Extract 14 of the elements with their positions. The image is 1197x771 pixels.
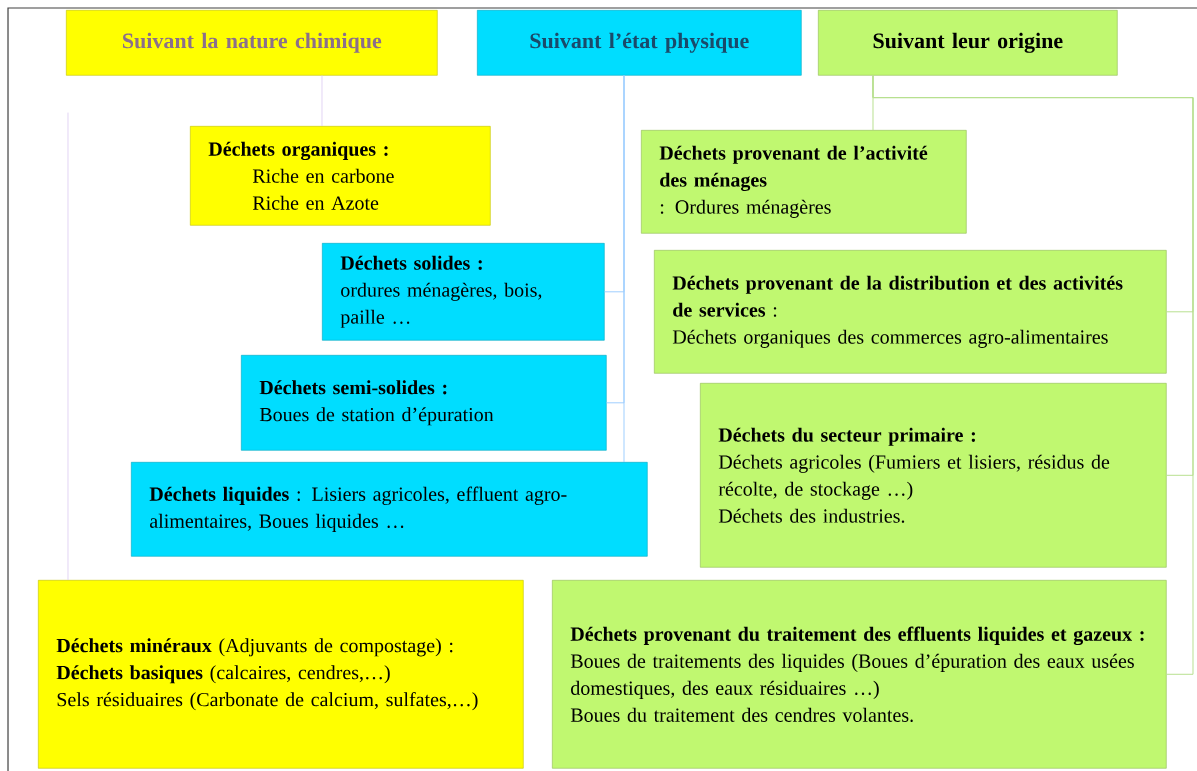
connector-line [872, 75, 1194, 675]
category-box: Suivant leur origine [818, 10, 1118, 76]
waste-box: Déchets provenant du traitement des effluents liquides et gazeux : Boues de traitements des liquides (Boues d’épuration des eaux usées domestiques, des eaux résiduaires …) Boues du traitement des cendres volantes. [552, 580, 1167, 769]
waste-box: Déchets provenant de la distribution et des activités de services : Déchets organiques des commerces agro-alimentaires [654, 250, 1167, 374]
waste-box: Déchets liquides : Lisiers agricoles, effluent agro-alimentaires, Boues liquides … [131, 462, 648, 557]
waste-box: Déchets provenant de l’activité des ménages : Ordures ménagères [641, 130, 967, 234]
category-box: Suivant la nature chimique [66, 10, 438, 76]
waste-box: Déchets solides : ordures ménagères, bois, paille … [322, 243, 605, 341]
waste-box: Déchets semi-solides : Boues de station d’épuration [241, 355, 607, 451]
connector-line [623, 75, 625, 463]
category-box: Suivant l’état physique [477, 10, 802, 76]
waste-box: Déchets du secteur primaire : Déchets agricoles (Fumiers et lisiers, résidus de récolte, de stockage …) Déchets des industries. [700, 383, 1167, 568]
waste-box: Déchets organiques : Riche en carbone Riche en Azote [190, 126, 491, 226]
waste-box: Déchets minéraux (Adjuvants de compostage) : Déchets basiques (calcaires, cendres,…) Sels résiduaires (Carbonate de calcium, sulfates,…) [38, 580, 524, 769]
